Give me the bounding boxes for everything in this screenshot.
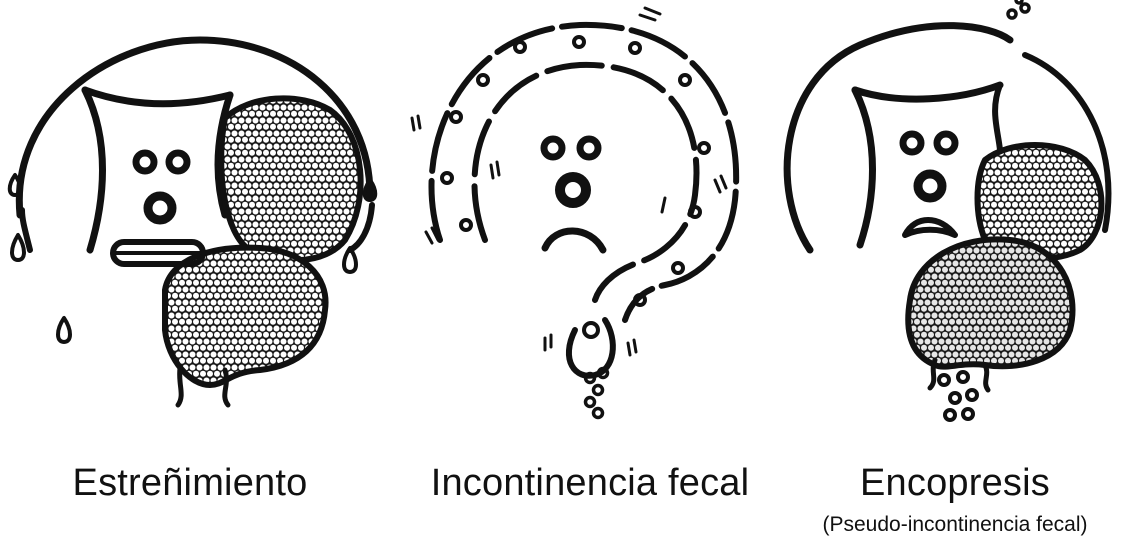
panel-1-caption: Estreñimiento [40, 462, 340, 505]
frown [545, 231, 603, 250]
mouth-open [560, 177, 586, 203]
panel-3-caption: Encopresis [820, 462, 1090, 505]
stool-mass-upper [221, 98, 360, 260]
stool-mass-lower [165, 248, 326, 385]
sweat-drop [12, 235, 24, 260]
inner-outline-top [855, 85, 1000, 99]
eye-left [136, 153, 154, 171]
panel-encopresis [787, 0, 1108, 420]
panel-2-caption: Incontinencia fecal [400, 462, 780, 505]
rectum-right [985, 365, 988, 390]
sweat-drop [344, 248, 356, 272]
inner-outline-left [85, 90, 103, 250]
wavy-mouth [905, 220, 955, 235]
sweat-drop [58, 318, 70, 342]
eye-right [169, 153, 187, 171]
eye-left [903, 134, 921, 152]
panel-3-subcaption: (Pseudo-incontinencia fecal) [770, 513, 1124, 537]
mouth-open [148, 196, 172, 220]
stool-mass-lower [908, 239, 1072, 366]
inner-outline-connector [995, 85, 1000, 150]
sweat-drop [10, 175, 21, 195]
inner-outline-left [855, 90, 873, 245]
escaping-pellets [1008, 0, 1029, 18]
eye-right [937, 134, 955, 152]
stool-pellets [442, 37, 709, 305]
rectum-right [225, 370, 228, 405]
panel-fecal-incontinence [412, 8, 736, 418]
mouth-open [918, 174, 942, 198]
rectum-left [178, 368, 181, 405]
panel-constipation [10, 40, 376, 405]
rectum [569, 320, 613, 376]
leaking-pellets [939, 372, 977, 420]
inner-outline-top [85, 90, 230, 104]
eye-right [580, 139, 598, 157]
eye-left [544, 139, 562, 157]
